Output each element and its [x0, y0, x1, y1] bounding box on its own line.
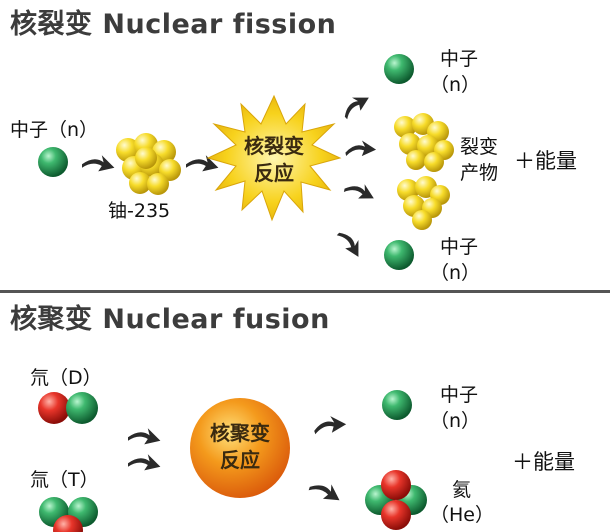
helium-label-2: （He） — [430, 504, 494, 526]
section-divider — [0, 290, 610, 293]
out-neutron-bottom-label-1: 中子 — [440, 236, 479, 258]
fission-products-label-1: 裂变 — [460, 136, 499, 158]
fusion-neutron-label-1: 中子 — [440, 384, 479, 406]
fusion-neutron-out — [382, 390, 412, 420]
arrow-fusion-out-top — [311, 412, 348, 438]
fusion-center-line2: 反应 — [220, 448, 260, 472]
neutron-out-top — [384, 54, 414, 84]
fission-products-label-2: 产物 — [460, 162, 499, 184]
fission-product-2 — [397, 176, 450, 230]
fusion-title: 核聚变 Nuclear fusion — [10, 304, 330, 335]
fusion-neutron-label-2: （n） — [430, 410, 481, 432]
arrow-out-top — [338, 89, 372, 122]
fission-title: 核裂变 Nuclear fission — [10, 9, 337, 40]
neutron-in-label: 中子（n） — [10, 119, 99, 141]
fission-center-line1: 核裂变 — [244, 134, 304, 158]
arrow-out-mid1 — [343, 137, 377, 160]
tritium-label: 氚（T） — [30, 469, 99, 491]
deuterium-label: 氘（D） — [30, 367, 102, 389]
uranium-nucleus — [116, 133, 181, 195]
fission-energy-label: ＋能量 — [514, 149, 577, 173]
fusion-energy-label: ＋能量 — [512, 450, 575, 474]
tritium-nucleus — [39, 497, 98, 532]
fusion-center-line1: 核聚变 — [210, 421, 270, 445]
neutron-out-bottom — [384, 240, 414, 270]
arrow-fusion-out-bottom — [307, 478, 344, 504]
arrow-out-bottom — [334, 226, 367, 260]
arrow-1 — [82, 155, 115, 172]
fusion-center-label: 核聚变 反应 — [202, 420, 278, 474]
arrow-fusion-2 — [128, 454, 161, 471]
out-neutron-top-label-2: （n） — [430, 74, 481, 96]
uranium-label: 铀-235 — [108, 200, 171, 222]
neutron-in — [38, 147, 68, 177]
out-neutron-bottom-label-2: （n） — [430, 262, 481, 284]
helium-nucleus — [365, 470, 427, 530]
fission-starburst — [206, 94, 342, 222]
fission-center-line2: 反应 — [254, 161, 294, 185]
arrow-fusion-1 — [128, 428, 161, 445]
arrow-out-mid2 — [343, 180, 377, 202]
fission-center-label: 核裂变 反应 — [238, 133, 310, 187]
fusion-ball — [190, 398, 290, 498]
fission-product-1 — [394, 113, 454, 172]
out-neutron-top-label-1: 中子 — [440, 48, 479, 70]
deuterium-nucleus — [38, 392, 98, 424]
helium-label-1: 氦 — [452, 479, 472, 501]
